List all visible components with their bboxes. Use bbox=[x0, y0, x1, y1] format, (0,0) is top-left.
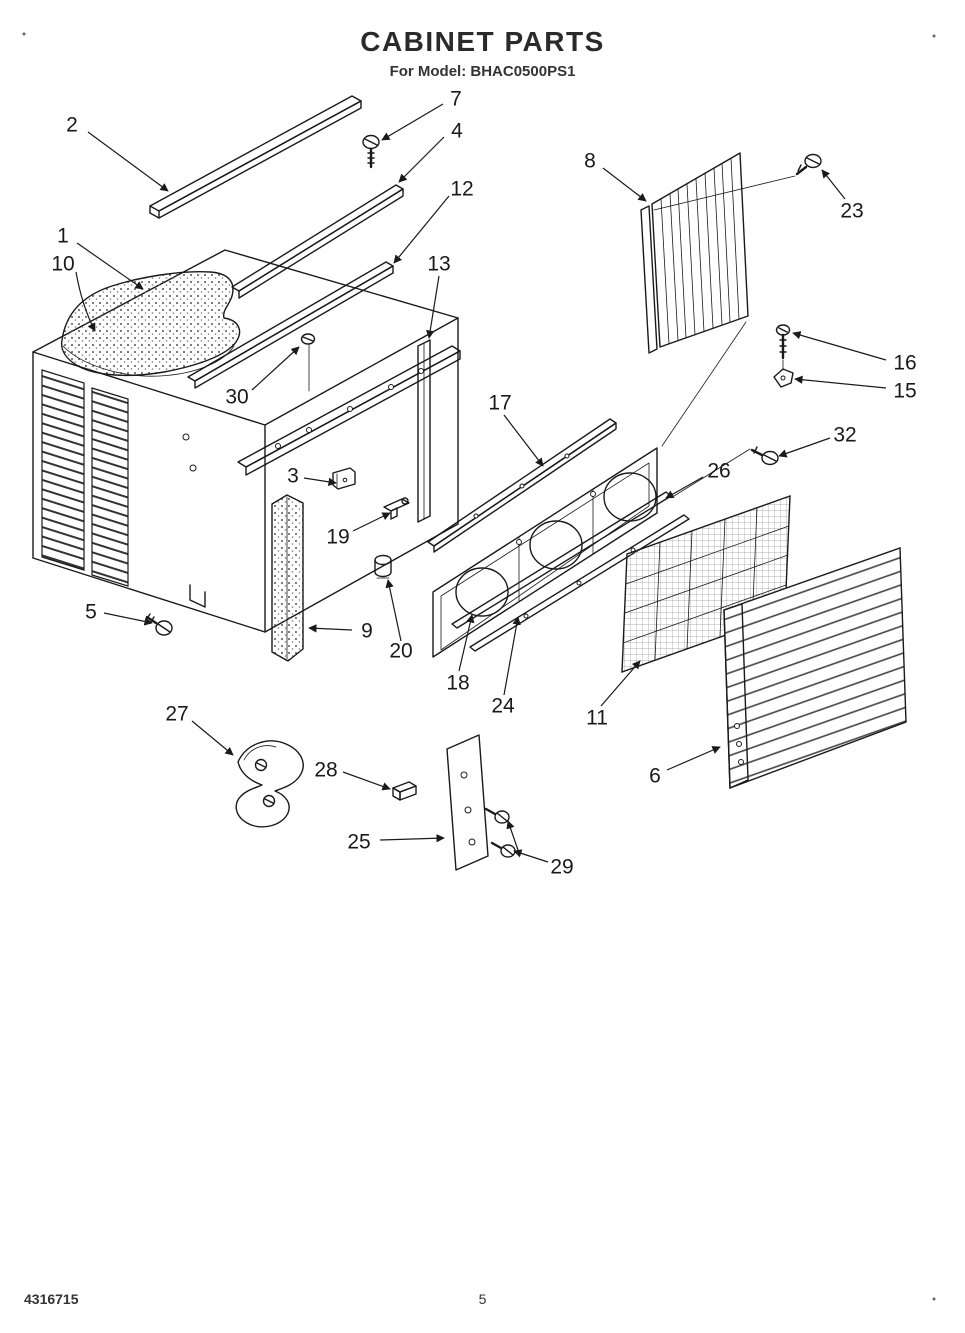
part-11-filter bbox=[621, 494, 791, 674]
part-28-block bbox=[392, 781, 417, 801]
callout-2: 2 bbox=[66, 114, 78, 137]
callout-5: 5 bbox=[85, 601, 97, 624]
corner-marks bbox=[22, 32, 936, 1301]
callout-12: 12 bbox=[450, 178, 473, 201]
callout-18: 18 bbox=[446, 672, 469, 695]
callout-4: 4 bbox=[451, 120, 463, 143]
part-7-screw bbox=[362, 134, 380, 169]
callout-27: 27 bbox=[165, 703, 188, 726]
model-subtitle: For Model: BHAC0500PS1 bbox=[389, 63, 576, 80]
part-9-foam-strip bbox=[271, 494, 304, 662]
part-13-channel bbox=[417, 339, 431, 523]
part-4-bar bbox=[231, 184, 404, 299]
part-23-screw bbox=[653, 153, 822, 211]
part-2-top-rail bbox=[149, 95, 362, 219]
part-24-rail bbox=[469, 514, 690, 652]
callout-25: 25 bbox=[347, 831, 370, 854]
part-16-screw bbox=[775, 324, 791, 371]
part-29-screws bbox=[484, 807, 516, 858]
part-5-screw bbox=[145, 613, 173, 636]
callout-10: 10 bbox=[51, 253, 74, 276]
callout-32: 32 bbox=[833, 424, 856, 447]
callout-9: 9 bbox=[361, 620, 373, 643]
callout-28: 28 bbox=[314, 759, 337, 782]
part-25-plate bbox=[446, 734, 489, 871]
callout-15: 15 bbox=[893, 380, 916, 403]
callout-11: 11 bbox=[586, 707, 608, 730]
callout-23: 23 bbox=[840, 200, 863, 223]
part-18-fan-shroud bbox=[432, 447, 658, 658]
callout-13: 13 bbox=[427, 253, 450, 276]
part-20-grommet bbox=[374, 554, 392, 579]
part-27-bracket bbox=[235, 740, 304, 828]
leader-lines bbox=[75, 103, 887, 863]
callout-26: 26 bbox=[707, 460, 730, 483]
callout-8: 8 bbox=[584, 150, 596, 173]
callout-24: 24 bbox=[491, 695, 515, 718]
doc-number: 4316715 bbox=[24, 1291, 79, 1307]
part-17-rail bbox=[427, 418, 617, 553]
callout-29: 29 bbox=[550, 856, 573, 879]
part-6-front-grille bbox=[723, 547, 907, 789]
part-32-screw bbox=[673, 446, 779, 497]
part-10-foam-top bbox=[60, 270, 241, 377]
part-19-latch bbox=[383, 497, 410, 520]
part-15-clip bbox=[773, 368, 794, 388]
callout-19: 19 bbox=[326, 526, 349, 549]
page-number: 5 bbox=[478, 1291, 487, 1307]
page-title: CABINET PARTS bbox=[360, 26, 605, 57]
callout-20: 20 bbox=[389, 640, 412, 663]
callout-30: 30 bbox=[225, 386, 248, 409]
callout-7: 7 bbox=[450, 88, 462, 111]
callout-16: 16 bbox=[893, 352, 916, 375]
callout-17: 17 bbox=[488, 392, 511, 415]
callout-1: 1 bbox=[57, 225, 69, 248]
part-30-screw bbox=[300, 333, 316, 392]
callout-6: 6 bbox=[649, 765, 661, 788]
part-3-bracket bbox=[332, 467, 356, 490]
part-8-rear-grille bbox=[640, 152, 749, 447]
part-1-cabinet bbox=[32, 249, 461, 633]
part-12-rail bbox=[187, 261, 394, 389]
callout-3: 3 bbox=[287, 465, 299, 488]
